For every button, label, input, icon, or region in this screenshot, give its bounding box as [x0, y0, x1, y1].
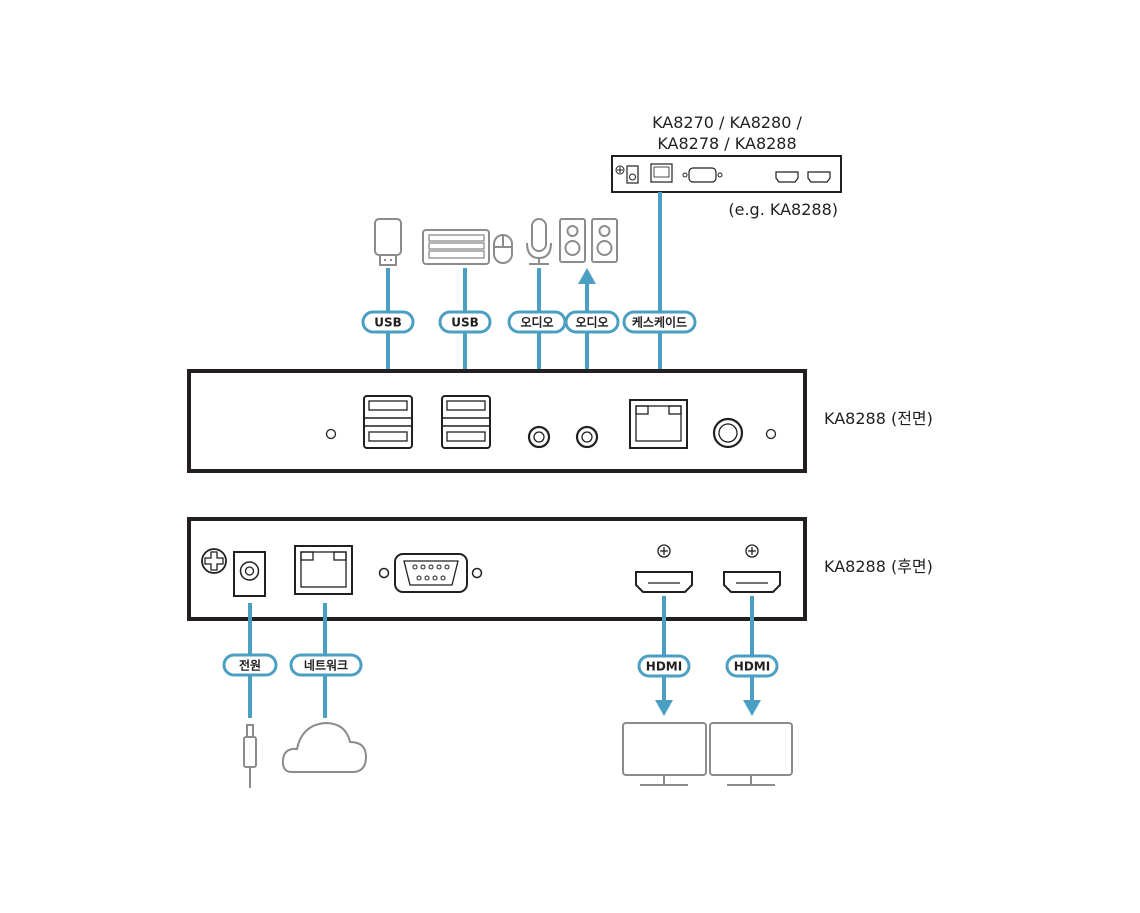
ground-screw-icon: [201, 548, 227, 574]
keyboard-icon: [422, 229, 490, 265]
label-audio-mic: 오디오: [507, 310, 567, 334]
front-led-icon: [325, 428, 337, 440]
network-cloud-icon: [281, 721, 368, 773]
hdmi-screw-icon: [745, 544, 759, 558]
label-hdmi-2: HDMI: [725, 654, 779, 678]
peripherals-top: [374, 218, 618, 266]
remote-models-line2: KA8278 / KA8288: [657, 134, 796, 153]
svg-text:오디오: 오디오: [575, 315, 608, 330]
rear-panel-title: KA8288 (후면): [824, 557, 933, 576]
mouse-icon: [493, 234, 513, 264]
label-network: 네트워크: [289, 653, 363, 677]
hdmi-screw-icon: [657, 544, 671, 558]
hdmi-port-1-icon: [635, 571, 693, 593]
speaker-right-icon: [591, 218, 618, 263]
front-panel-title: KA8288 (전면): [824, 409, 933, 428]
speaker-left-icon: [559, 218, 586, 263]
rear-panel-chassis: [187, 517, 807, 621]
label-usb-1: USB: [361, 310, 415, 334]
power-button-icon: [712, 417, 744, 449]
network-rj45-port-icon: [294, 545, 353, 595]
label-audio-speaker: 오디오: [564, 310, 620, 334]
speaker-arrow-up-icon: [578, 268, 596, 284]
usb-flash-drive-icon: [374, 218, 402, 266]
monitor-2-icon: [709, 722, 793, 786]
svg-text:케스케이드: 케스케이드: [632, 315, 687, 330]
cascade-rj45-port-icon: [629, 399, 688, 449]
front-panel-chassis: [187, 369, 807, 473]
svg-text:HDMI: HDMI: [646, 660, 682, 674]
serial-port-icon: [378, 553, 483, 593]
svg-text:전원: 전원: [239, 658, 261, 673]
label-power: 전원: [222, 653, 278, 677]
hdmi-1-arrow-down-icon: [655, 700, 673, 716]
front-panel: [187, 369, 807, 473]
remote-example-label: (e.g. KA8288): [728, 200, 838, 219]
svg-text:오디오: 오디오: [520, 315, 553, 330]
remote-power-jack-icon: [626, 165, 639, 184]
front-led-icon: [765, 428, 777, 440]
mic-jack-icon: [527, 425, 551, 449]
monitor-1-icon: [622, 722, 707, 786]
usb-port-stack-2-icon: [441, 395, 491, 449]
remote-rj45-port-icon: [650, 163, 673, 183]
hdmi-2-arrow-down-icon: [743, 700, 761, 716]
microphone-icon: [526, 218, 552, 265]
remote-serial-port-icon: [682, 167, 723, 183]
usb-port-stack-1-icon: [363, 395, 413, 449]
svg-text:네트워크: 네트워크: [304, 658, 348, 673]
remote-screw-icon: [615, 165, 625, 175]
power-plug-icon: [243, 724, 257, 788]
remote-unit: KA8270 / KA8280 / KA8278 / KA8288 (e.g. …: [611, 113, 842, 219]
label-usb-2: USB: [438, 310, 492, 334]
svg-text:USB: USB: [374, 316, 402, 330]
remote-unit-chassis: [611, 155, 842, 193]
hdmi-port-2-icon: [723, 571, 781, 593]
remote-hdmi-port-icon: [807, 171, 831, 183]
label-hdmi-1: HDMI: [637, 654, 691, 678]
remote-models-line1: KA8270 / KA8280 /: [652, 113, 802, 132]
speaker-jack-icon: [575, 425, 599, 449]
label-cascade: 케스케이드: [622, 310, 697, 334]
rear-panel: [187, 517, 807, 621]
svg-text:USB: USB: [451, 316, 479, 330]
svg-text:HDMI: HDMI: [734, 660, 770, 674]
remote-hdmi-port-icon: [775, 171, 799, 183]
power-jack-icon: [233, 551, 266, 597]
peripherals-bottom: [243, 721, 793, 788]
